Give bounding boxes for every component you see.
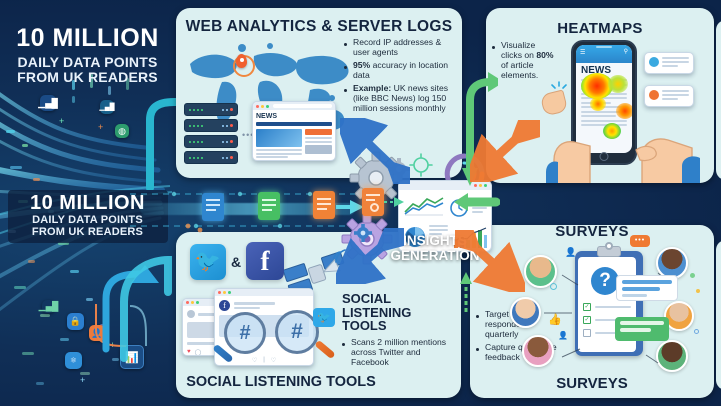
avatar [524,255,557,288]
bullet-item: 95% accuracy in location data [344,60,456,81]
bullet-item: Visualize clicks on 80% of article eleme… [492,40,554,81]
pie-chart-mini [405,227,425,247]
magnifier-hashtag-1: # [224,312,266,354]
avatar [522,335,554,367]
notification-card-2 [644,85,694,107]
thumbs-up-icon: 👍 [548,314,562,326]
document-blue-icon [202,193,224,221]
avatar-connectors [544,272,673,364]
notification-card-1 [644,52,694,74]
phone-home-button [599,152,609,161]
hero-top-line3: FROM UK READERS [17,69,158,86]
heatmap-blob-mid [608,75,628,93]
magnifier-handle-2 [314,339,336,360]
heatmap-blob-bottom [603,123,621,139]
dot-decor-3 [694,329,699,334]
facebook-logo-icon: f [246,242,284,280]
hero-top-headline: 10 MILLION [16,24,159,52]
hero-bottom-plate [8,190,168,243]
arrow-dashed-up-green [460,272,472,312]
data-beam [140,203,355,215]
phone-news-label: NEWS [581,65,611,76]
heatmap-blob-tap-right [616,103,632,119]
arrow-surveys-to-hub [454,193,500,211]
surveys-title-bottom: SURVEYS [556,375,628,392]
lock-icon-small: 🔒 [67,313,84,330]
twitter-logo-icon: 🐦 [190,244,226,280]
plus-decor-4: + [80,375,86,385]
surveys-bullets: Target 5,000 respondents quarterly Captu… [476,309,564,366]
gear-outline-green-icon [409,153,433,177]
bar-chart-icon-small-1: ▁▄█ [38,95,58,111]
edge-decor-bottom [716,240,721,390]
bullet-item: Target 5,000 respondents quarterly [476,309,564,340]
dot-decor-2 [696,289,700,293]
hero-bottom-headline: 10 MILLION [29,192,145,214]
arrow-heatmaps-to-hub [470,120,540,182]
heatmap-blob-hot [581,73,613,99]
hero-bottom: 10 MILLION DAILY DATA POINTS FROM UK REA… [0,193,175,239]
circle-decor [550,283,557,290]
hands-illustration [546,138,700,183]
bar-chart-icon-small-2: ▁▄█ [99,100,115,114]
magnifier-hashtag-2: # [275,310,319,354]
chat-bubble-green [615,317,669,341]
web-analytics-title: WEB ANALYTICS & SERVER LOGS [185,18,453,35]
arrow-u-turn-center-left [120,255,172,362]
avatar [656,340,688,372]
document-gear-icon [362,188,384,216]
bullet-item: Record IP addresses & user agents [344,37,456,58]
surveys-title-top: SURVEYS [555,225,629,240]
document-orange-icon [313,191,335,219]
social-footer-title: SOCIAL LISTENING TOOLS [186,374,376,390]
avatar [664,301,694,331]
person-icon-small-2: 👤 [558,331,568,340]
heatmap-blob-small [590,97,606,111]
news-browser-mockup: NEWS [252,101,336,161]
beam-arrow-icon [336,200,364,214]
edge-decor-top [716,20,721,180]
arrow-social-to-hub [336,228,404,284]
bullet-item: Capture qualitative feedback [476,342,564,363]
hero-bottom-line3: FROM UK READERS [31,225,144,238]
hero-top-line2: DAILY DATA POINTS [17,54,158,70]
hero-bottom-line2: DAILY DATA POINTS [32,214,143,226]
ellipsis-decor: ••• [242,130,255,140]
twitter-bubble-icon: 🐦 [313,308,335,327]
avatar [510,297,541,328]
plus-decor-2: + [98,122,104,132]
panel-web-analytics[interactable]: WEB ANALYTICS & SERVER LOGS [176,8,462,178]
bullet-item: Example: UK news sites (like BBC News) l… [344,83,456,114]
map-pin-icon [236,54,247,68]
person-icon-small: 👤 [565,247,577,257]
web-analytics-bullets: Record IP addresses & user agents 95% ac… [344,37,456,117]
question-mark-badge: ? [591,267,619,295]
bullet-item: Scans 2 million mentions across Twitter … [342,337,456,368]
dot-decor-1 [690,273,695,278]
document-green-icon [258,192,280,220]
heatmaps-title: HEATMAPS [557,20,643,37]
social-inline-title: SOCIAL LISTENING TOOLS [342,291,412,334]
network-icon-small: ⚛ [65,352,82,369]
chat-bubble-orange: ••• [630,235,650,247]
bar-chart-icon-small-3: ▁▄█ [38,301,59,311]
social-listening-bullets: Scans 2 million mentions across Twitter … [342,337,456,371]
ampersand-label: & [231,254,242,270]
tap-sparkle-icon [551,81,567,89]
plus-decor-1: + [59,116,65,126]
panel-surveys[interactable]: SURVEYS Target 5,000 respondents quarter… [470,225,714,398]
arrow-analytics-to-hub [340,118,410,184]
flow-arrow-green-icon [384,197,404,207]
arrow-hub-to-surveys [455,230,525,292]
phone-mockup: ☰ ⚲ NEWS [571,40,637,165]
globe-icon-small: ◍ [115,124,129,138]
chat-bubble-blue [616,275,678,301]
hero-top: 10 MILLION DAILY DATA POINTS FROM UK REA… [0,26,175,85]
heatmaps-bullets: Visualize clicks on 80% of article eleme… [492,40,554,84]
news-label: NEWS [256,113,277,120]
area-chart-mini [404,197,444,216]
panel-social-listening[interactable]: 🐦 & f [176,232,461,398]
